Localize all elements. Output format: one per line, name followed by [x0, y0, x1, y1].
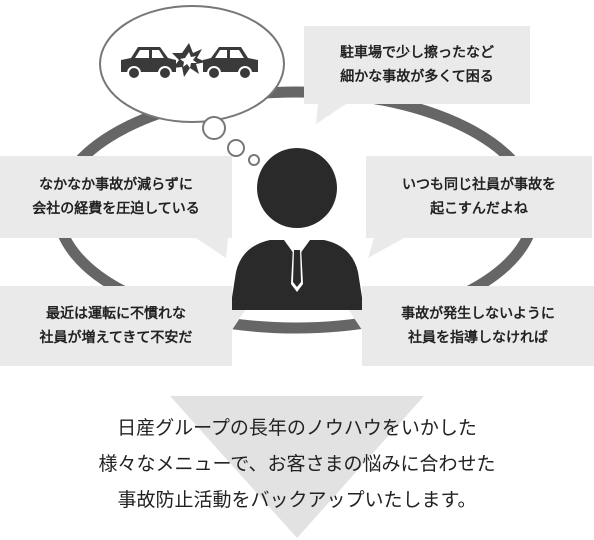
- message-line: 日産グループの長年のノウハウをいかした: [117, 417, 477, 439]
- message-line: 様々なメニューで、お客さまの悩みに合わせた: [98, 453, 496, 475]
- bubble-line: なかなか事故が減らずに: [39, 177, 193, 193]
- bubble-line: 社員が増えてきて不安だ: [39, 330, 193, 346]
- concern-bubble-guidance: 事故が発生しないように 社員を指導しなければ: [362, 286, 594, 366]
- bubble-line: いつも同じ社員が事故を: [402, 177, 556, 193]
- bubble-line: 細かな事故が多くて困る: [340, 69, 494, 85]
- down-arrow-background: [170, 396, 424, 538]
- support-message: 日産グループの長年のノウハウをいかした 様々なメニューで、お客さまの悩みに合わせ…: [0, 410, 594, 518]
- bubble-line: 起こすんだよね: [430, 201, 528, 217]
- bubble-line: 社員を指導しなければ: [408, 330, 548, 346]
- tail-top-right: [316, 104, 346, 124]
- message-line: 事故防止活動をバックアップいたします。: [117, 489, 477, 511]
- businessman-icon: [230, 148, 364, 310]
- concern-bubble-same-employee: いつも同じ社員が事故を 起こすんだよね: [366, 156, 592, 238]
- concern-bubble-costs: なかなか事故が減らずに 会社の経費を圧迫している: [0, 156, 232, 238]
- thought-cloud: [99, 5, 285, 166]
- concern-bubble-inexperienced: 最近は運転に不慣れな 社員が増えてきて不安だ: [0, 286, 232, 366]
- tail-mid-right: [368, 238, 404, 258]
- concern-bubble-minor-accidents: 駐車場で少し擦ったなど 細かな事故が多くて困る: [304, 26, 530, 104]
- bubble-line: 駐車場で少し擦ったなど: [340, 45, 494, 61]
- bubble-line: 事故が発生しないように: [401, 306, 555, 322]
- bubble-line: 最近は運転に不慣れな: [46, 306, 186, 322]
- bubble-line: 会社の経費を圧迫している: [32, 201, 200, 217]
- car-collision-icon: [121, 43, 258, 80]
- tail-mid-left: [196, 238, 228, 258]
